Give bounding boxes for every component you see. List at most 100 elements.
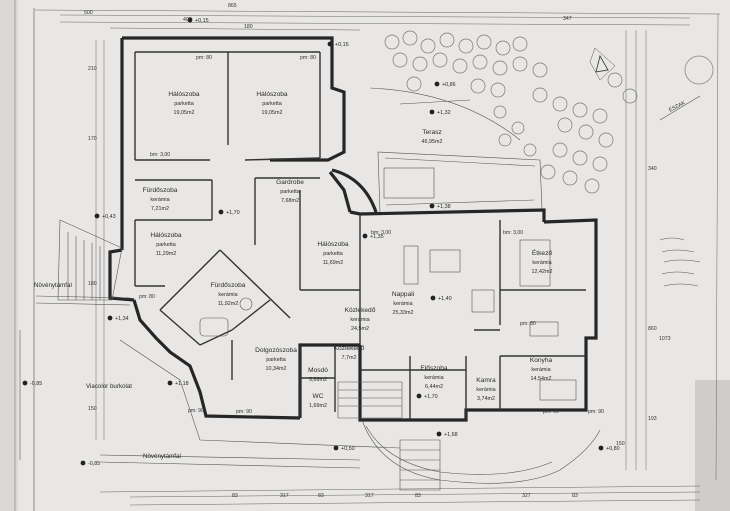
furniture (199, 167, 577, 401)
svg-text:+1,70: +1,70 (424, 394, 438, 400)
svg-text:Hálószoba: Hálószoba (317, 241, 348, 248)
room-haloszoba-1: Hálószoba parketta 19,05m2 (168, 91, 199, 116)
svg-text:WC: WC (313, 393, 324, 400)
room-haloszoba-4: Hálószoba parketta 11,69m2 (317, 241, 348, 266)
level-markers: +0,15 +0,43 +1,70 +1,34 +1,18 -0,85 -0,8… (22, 17, 620, 467)
svg-text:19,05m2: 19,05m2 (262, 110, 283, 116)
svg-text:Étkező: Étkező (532, 248, 552, 257)
svg-text:12,42m2: 12,42m2 (532, 269, 553, 275)
right-dimension-chain: 340 860 1073 150 193 (616, 30, 671, 470)
svg-text:parketta: parketta (156, 242, 175, 248)
svg-text:-0,85: -0,85 (88, 461, 100, 467)
level-marker-6: -0,85 (22, 380, 42, 387)
svg-text:parketta: parketta (266, 357, 285, 363)
room-haloszoba-2: Hálószoba parketta 19,05m2 (256, 91, 287, 116)
svg-text:5,69m2: 5,69m2 (309, 377, 327, 383)
level-marker-2: +0,43 (94, 213, 116, 220)
svg-text:Hálószoba: Hálószoba (150, 232, 181, 239)
svg-text:Közlekedő: Közlekedő (345, 307, 376, 314)
paper-corner-shadow (695, 380, 730, 511)
svg-text:kerámia: kerámia (150, 197, 169, 203)
level-marker-1: +0,15 (187, 17, 209, 24)
svg-text:7,21m2: 7,21m2 (151, 206, 169, 212)
svg-text:11,29m2: 11,29m2 (156, 251, 177, 257)
dim-bottom-1: 83 (232, 493, 238, 499)
svg-text:19,05m2: 19,05m2 (174, 110, 195, 116)
interior-walls (134, 51, 586, 420)
svg-text:1,69m2: 1,69m2 (309, 403, 327, 409)
svg-text:+0,86: +0,86 (442, 82, 456, 88)
level-marker-14: +0,86 (434, 81, 456, 88)
margin-notes (659, 237, 701, 287)
exterior-labels: Növénytámfal Növénytámfal Viacolor burko… (34, 282, 181, 460)
svg-text:Közlekedő: Közlekedő (334, 345, 365, 352)
dim-bottom-5: 83 (415, 493, 421, 499)
dim-right-4: 150 (616, 441, 625, 447)
svg-text:+0,80: +0,80 (606, 446, 620, 452)
dim-left-2: 170 (88, 136, 97, 142)
dim-top-5: 180 (244, 24, 253, 30)
paper-edge-shadow (0, 0, 18, 511)
svg-text:+1,38: +1,38 (437, 204, 451, 210)
bottom-dimension-chain: 83 317 83 317 83 327 83 (129, 491, 701, 506)
svg-text:+1,35: +1,35 (370, 234, 384, 240)
svg-text:bm: 3,00: bm: 3,00 (371, 230, 391, 236)
dim-bottom-7: 83 (572, 493, 578, 499)
level-marker-15: +0,15 (327, 41, 349, 48)
svg-text:Kamra: Kamra (476, 377, 496, 384)
room-haloszoba-3: Hálószoba parketta 11,29m2 (150, 232, 181, 257)
svg-text:kerámia: kerámia (424, 375, 443, 381)
svg-text:pm: 90: pm: 90 (543, 409, 559, 415)
svg-text:parketta: parketta (174, 101, 193, 107)
dim-top-1: 500 (84, 10, 93, 16)
svg-text:Terasz: Terasz (422, 129, 441, 136)
svg-text:Konyha: Konyha (530, 357, 553, 364)
room-dimension-notes: bm: 3,00 bm: 3,00 bm: 3,00 pm: 80 pm: 80… (139, 55, 604, 415)
svg-text:+1,18: +1,18 (175, 381, 189, 387)
svg-text:parketta: parketta (323, 251, 342, 257)
level-marker-5: +1,18 (167, 380, 189, 387)
label-viacolor: Viacolor burkolat (86, 383, 132, 390)
room-konyha: Konyha kerámia 14,54m2 (530, 357, 553, 382)
svg-text:pm: 90: pm: 90 (236, 409, 252, 415)
svg-text:+1,70: +1,70 (226, 210, 240, 216)
dim-top-4: 347 (563, 16, 572, 22)
room-mosdo: Mosdó 5,69m2 (308, 367, 328, 383)
svg-text:Fürdőszoba: Fürdőszoba (143, 187, 178, 194)
svg-text:Nappali: Nappali (392, 291, 415, 298)
dim-right-2: 860 (648, 326, 657, 332)
svg-text:parketta: parketta (262, 101, 281, 107)
svg-text:+1,32: +1,32 (437, 110, 451, 116)
svg-text:Fürdőszoba: Fürdőszoba (211, 282, 246, 289)
svg-text:Gardrobe: Gardrobe (276, 179, 304, 186)
svg-text:14,54m2: 14,54m2 (531, 376, 552, 382)
svg-text:kerámia: kerámia (393, 301, 412, 307)
svg-text:kerámia: kerámia (531, 367, 550, 373)
svg-text:Mosdó: Mosdó (308, 367, 328, 374)
entrance-paving (361, 419, 601, 484)
level-marker-13: +1,32 (429, 109, 451, 116)
level-marker-16: +1,35 (362, 233, 384, 240)
room-terasz: Terasz 46,95m2 (422, 129, 443, 145)
dim-bottom-6: 327 (522, 493, 531, 499)
svg-text:10,34m2: 10,34m2 (266, 366, 287, 372)
building-outer-walls (108, 36, 598, 422)
room-kozlekedo: Közlekedő kerámia 24,5m2 (345, 307, 376, 332)
svg-text:pm: 80: pm: 80 (196, 55, 212, 61)
top-dimension-chain: 500 865 407 347 180 (59, 3, 691, 31)
svg-text:46,95m2: 46,95m2 (422, 139, 443, 145)
dim-top-3: 407 (183, 17, 192, 23)
svg-text:+0,50: +0,50 (341, 446, 355, 452)
room-furdoszoba-2: Fürdőszoba kerámia 11,92m2 (211, 282, 246, 307)
retaining-walls (19, 295, 401, 469)
dim-right-1: 340 (648, 166, 657, 172)
svg-text:+0,43: +0,43 (102, 214, 116, 220)
label-novenytamfal-bottom: Növénytámfal (143, 453, 181, 460)
dim-bottom-3: 83 (318, 493, 324, 499)
room-labels: Hálószoba parketta 19,05m2 Hálószoba par… (143, 91, 553, 409)
svg-text:pm: 80: pm: 80 (300, 55, 316, 61)
room-furdoszoba-1: Fürdőszoba kerámia 7,21m2 (143, 187, 178, 212)
svg-text:kerámia: kerámia (218, 292, 237, 298)
svg-text:pm: 90: pm: 90 (188, 408, 204, 414)
